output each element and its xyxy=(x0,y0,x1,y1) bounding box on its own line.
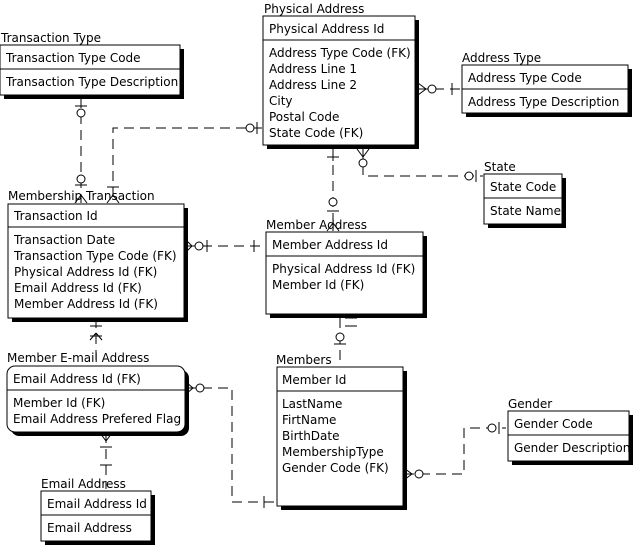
entity-title: State xyxy=(484,160,516,174)
attribute: Address Type Description xyxy=(468,95,619,109)
attribute: Email Address Prefered Flag xyxy=(13,412,181,426)
primary-key: Transaction Id xyxy=(13,209,98,223)
attribute: Email Address xyxy=(47,521,132,535)
relationships xyxy=(74,82,506,508)
entity-title: Physical Address xyxy=(264,2,364,16)
entity-member-address: Member Address Member Address Id Physica… xyxy=(265,218,427,318)
rel-members-member-email xyxy=(185,381,276,508)
attribute: State Name xyxy=(490,204,561,218)
rel-member-address-membership-transaction xyxy=(185,239,265,253)
rel-transaction-type-membership-transaction xyxy=(74,98,88,204)
entity-title: Membership Transaction xyxy=(8,189,155,203)
entity-title: Email Address xyxy=(41,477,126,491)
attribute: Transaction Type Description xyxy=(5,75,178,89)
entity-title: Members xyxy=(276,353,332,367)
rel-gender-members xyxy=(403,422,506,481)
primary-key: State Code xyxy=(490,180,556,194)
primary-key: Member Id xyxy=(282,373,346,387)
attribute: City xyxy=(269,94,293,108)
attribute: Address Line 2 xyxy=(269,78,357,92)
rel-members-member-address xyxy=(334,309,358,366)
attribute: MembershipType xyxy=(282,445,384,459)
primary-key: Physical Address Id xyxy=(269,22,384,36)
entity-title: Transaction Type xyxy=(0,31,101,45)
attribute: LastName xyxy=(282,397,342,411)
entity-transaction-type: Transaction Type Transaction Type Code T… xyxy=(0,31,184,99)
entity-title: Gender xyxy=(508,397,552,411)
attribute: Gender Description xyxy=(514,441,630,455)
rel-address-type-physical-address xyxy=(417,82,460,96)
attribute: Postal Code xyxy=(269,110,339,124)
primary-key: Gender Code xyxy=(514,417,593,431)
entity-title: Address Type xyxy=(462,51,541,65)
primary-key: Email Address Id xyxy=(47,497,147,511)
attribute: Gender Code (FK) xyxy=(282,461,389,475)
entity-title: Member E-mail Address xyxy=(7,351,149,365)
entity-title: Member Address xyxy=(266,218,367,232)
attribute: Member Address Id (FK) xyxy=(14,297,158,311)
rel-physical-address-membership-transaction xyxy=(106,122,262,204)
primary-key: Member Address Id xyxy=(272,238,388,252)
entity-address-type: Address Type Address Type Code Address T… xyxy=(461,51,632,117)
attribute: BirthDate xyxy=(282,429,340,443)
primary-key: Email Address Id (FK) xyxy=(13,372,141,386)
entity-membership-transaction: Membership Transaction Transaction Id Tr… xyxy=(7,189,188,322)
entity-member-email-address: Member E-mail Address Email Address Id (… xyxy=(6,351,189,436)
entity-state: State State Code State Name xyxy=(483,160,566,228)
attribute: Address Type Code (FK) xyxy=(269,46,411,60)
attribute: Physical Address Id (FK) xyxy=(14,265,157,279)
attribute: Email Address Id (FK) xyxy=(14,281,142,295)
attribute: Transaction Type Code (FK) xyxy=(13,249,177,263)
entity-email-address: Email Address Email Address Id Email Add… xyxy=(40,477,155,545)
attribute: Member Id (FK) xyxy=(272,278,364,292)
entity-members: Members Member Id LastName FirtName Birt… xyxy=(276,353,407,510)
rel-physical-address-member-address xyxy=(326,149,340,232)
attribute: FirtName xyxy=(282,413,336,427)
attribute: Address Line 1 xyxy=(269,62,357,76)
attribute: Physical Address Id (FK) xyxy=(272,262,415,276)
attribute: State Code (FK) xyxy=(269,126,363,140)
rel-member-email-membership-transaction xyxy=(89,318,103,363)
primary-key: Transaction Type Code xyxy=(5,51,141,65)
attribute: Transaction Date xyxy=(13,233,115,247)
entity-gender: Gender Gender Code Gender Description xyxy=(507,397,633,465)
attribute: Member Id (FK) xyxy=(13,396,105,410)
rel-state-physical-address xyxy=(356,148,483,182)
entity-physical-address: Physical Address Physical Address Id Add… xyxy=(262,2,419,149)
primary-key: Address Type Code xyxy=(468,71,582,85)
